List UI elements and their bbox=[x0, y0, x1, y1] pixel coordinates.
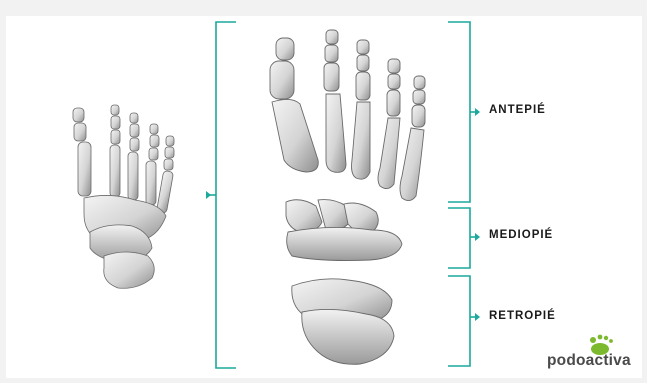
region-label-hindfoot: RETROPIÉ bbox=[489, 310, 556, 322]
hindfoot-bracket-arrow bbox=[475, 313, 480, 321]
whole-foot-toe-2 bbox=[110, 105, 120, 197]
whole-foot-toe-3 bbox=[128, 113, 139, 200]
midfoot-bracket bbox=[448, 208, 476, 268]
hindfoot-calcaneus bbox=[302, 309, 394, 364]
forefoot-bones bbox=[270, 30, 425, 201]
forefoot-bracket-arrow bbox=[475, 108, 480, 116]
whole-foot-bracket-arrow bbox=[206, 191, 211, 199]
hindfoot-bracket bbox=[448, 276, 476, 366]
whole-foot-calcaneus bbox=[104, 252, 154, 288]
forefoot-bracket bbox=[448, 22, 476, 202]
whole-foot-toe-4 bbox=[146, 124, 159, 205]
forefoot-toe-3 bbox=[352, 40, 371, 179]
whole-foot-bracket bbox=[207, 22, 236, 368]
region-label-forefoot: ANTEPIÉ bbox=[489, 104, 546, 116]
whole-foot-toe-5 bbox=[156, 136, 174, 214]
forefoot-toe-4 bbox=[378, 59, 400, 189]
forefoot-toe-5 bbox=[400, 76, 425, 201]
brand-logo-text: podoactiva bbox=[547, 352, 631, 370]
forefoot-toe-2 bbox=[324, 30, 346, 172]
region-label-midfoot: MEDIOPIÉ bbox=[489, 229, 553, 241]
hindfoot-bones bbox=[292, 279, 394, 364]
midfoot-bones bbox=[286, 200, 402, 261]
whole-foot-toe-1 bbox=[73, 108, 91, 196]
whole-foot-skeleton bbox=[73, 105, 174, 288]
midfoot-bracket-arrow bbox=[475, 233, 480, 241]
forefoot-toe-1 bbox=[270, 38, 318, 172]
